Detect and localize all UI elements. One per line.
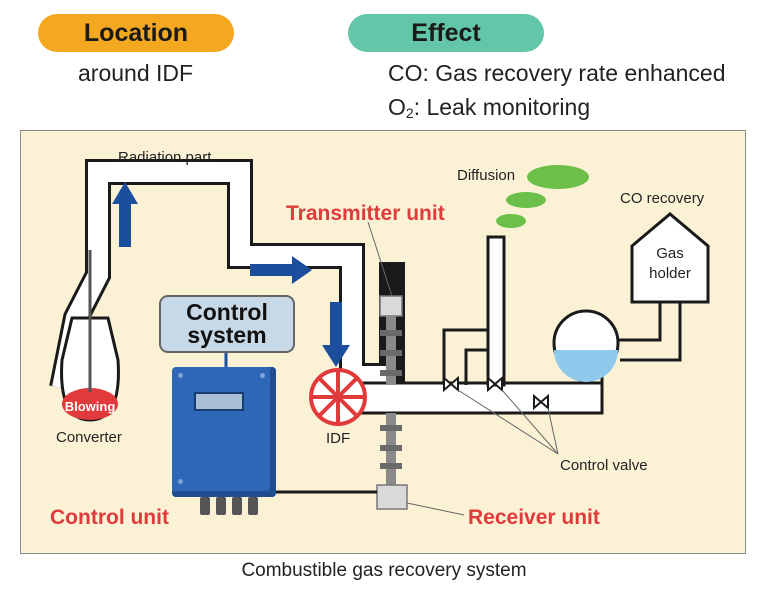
location-badge: Location [38,14,234,52]
gas-holder-label-line1: Gas [656,245,684,262]
control-valves [443,375,549,411]
receiver-unit [376,413,408,510]
transmitter-unit-label: Transmitter unit [286,202,445,225]
control-unit-label: Control unit [50,506,169,529]
blowing-flame [62,388,118,420]
cabinet-screw [178,373,183,378]
cable-gland [200,497,210,515]
effect-o2-text: O2: Leak monitoring [388,94,590,121]
effect-o2-subscript: 2 [405,105,414,121]
cable-gland [232,497,242,515]
flow-arrow-down [322,302,350,367]
gas-holder-label-line2: holder [649,265,691,282]
receiver-unit-label: Receiver unit [468,506,600,529]
diffusion-smoke [496,165,589,228]
flue-duct-inner [52,162,392,390]
cabinet-screw [260,373,265,378]
cable-gland [248,497,258,515]
location-value: around IDF [78,60,194,86]
blowing-label: Blowing [65,399,116,414]
leader-lines [367,221,559,516]
cable-gland [216,497,226,515]
main-duct [350,381,604,415]
effect-co-text: CO: Gas recovery rate enhanced [388,60,726,86]
control-system-label-line2: system [187,322,266,348]
branch-pipe [442,328,488,385]
flow-arrow-right [250,256,312,284]
flow-arrow-up [112,182,138,247]
radiation-part-label: Radiation part [118,149,212,166]
cooler-water [554,350,618,382]
diffusion-stack [486,235,506,387]
diagram-caption: Combustible gas recovery system [241,560,527,581]
control-system-label-line1: Control [186,299,268,325]
control-unit-display [194,392,244,411]
idf-fan-spokes [311,370,365,424]
control-valve-label: Control valve [560,457,648,474]
control-unit-cabinet [172,367,276,497]
effect-o2-prefix: O [388,94,406,120]
diffusion-label: Diffusion [457,167,515,184]
cabinet-screw [178,479,183,484]
idf-label: IDF [326,430,350,447]
effect-o2-rest: : Leak monitoring [413,94,591,120]
co-recovery-label: CO recovery [620,190,705,207]
gas-holder [630,212,710,304]
flow-arrows [112,182,350,367]
converter-label: Converter [56,429,122,446]
effect-badge: Effect [348,14,544,52]
transmitter-unit [379,295,403,384]
control-system-box [159,295,295,353]
